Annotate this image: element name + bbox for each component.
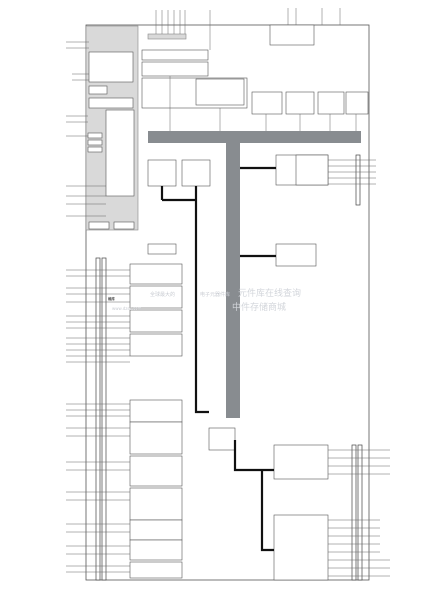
- mux-stack: [105, 109, 135, 197]
- left-rail-2: [101, 257, 107, 581]
- flash-block: [141, 49, 209, 61]
- pin-cell: [87, 146, 103, 153]
- right-rail-2: [357, 444, 363, 581]
- bridge-3: [208, 427, 236, 451]
- bridge-2: [181, 159, 211, 187]
- ldo-block: [88, 221, 110, 230]
- watermark-url: www.dzsc.com: [112, 306, 142, 311]
- rng-block: [345, 91, 369, 115]
- gpio-sub: [295, 154, 329, 186]
- watermark-line1: 全球最大的: [150, 291, 175, 298]
- dma-block: [251, 91, 283, 115]
- por-block: [88, 97, 134, 109]
- mpu-block: [195, 78, 245, 106]
- usb-block: [285, 91, 315, 115]
- qei-block: [129, 421, 183, 455]
- right-output-wires: [328, 159, 390, 577]
- apb-bus-bar: [226, 143, 240, 418]
- top-pins-wires: [155, 8, 341, 50]
- watermark-line4: 中件存储商城: [232, 301, 286, 313]
- pin-cell: [87, 139, 103, 146]
- bus-right-lower: [260, 470, 274, 552]
- watermark-brand: 维库: [108, 296, 115, 301]
- pin-cell: [87, 132, 103, 139]
- bridge-1: [147, 159, 177, 187]
- adc-mini: [147, 243, 177, 255]
- osc-block: [88, 85, 108, 95]
- ahb-bus-bar: [148, 131, 361, 143]
- timer0-block: [129, 309, 183, 333]
- i2c-block: [273, 514, 329, 581]
- wdt-block: [129, 561, 183, 579]
- uart0-block: [129, 263, 183, 285]
- clock-inputs: [66, 41, 106, 217]
- bod-block: [113, 221, 135, 230]
- eeprom-block: [269, 24, 315, 46]
- watermark-line2: 电子元器件库: [200, 291, 230, 298]
- left-rail-1: [95, 257, 101, 581]
- right-rail-top: [355, 154, 361, 206]
- ssi1-block: [129, 487, 183, 521]
- bus-to-bridges: [160, 186, 209, 414]
- cpu-core-bar: [147, 33, 187, 40]
- spi-block: [273, 444, 329, 480]
- watermark-line3: 元件库在线查询: [238, 287, 301, 299]
- sram-block: [141, 61, 209, 77]
- pll-block: [88, 51, 134, 83]
- periph-links: [169, 76, 357, 131]
- uart1-block: [129, 285, 183, 309]
- pwm-block: [129, 399, 183, 423]
- comp-block: [129, 519, 183, 541]
- right-rail-1: [351, 444, 357, 581]
- peripheral-pin-wires: [66, 269, 130, 573]
- timer-block-mid: [275, 243, 317, 267]
- ssi0-block: [129, 455, 183, 487]
- timer1-block: [129, 333, 183, 357]
- crc-block: [317, 91, 345, 115]
- can-block: [129, 539, 183, 561]
